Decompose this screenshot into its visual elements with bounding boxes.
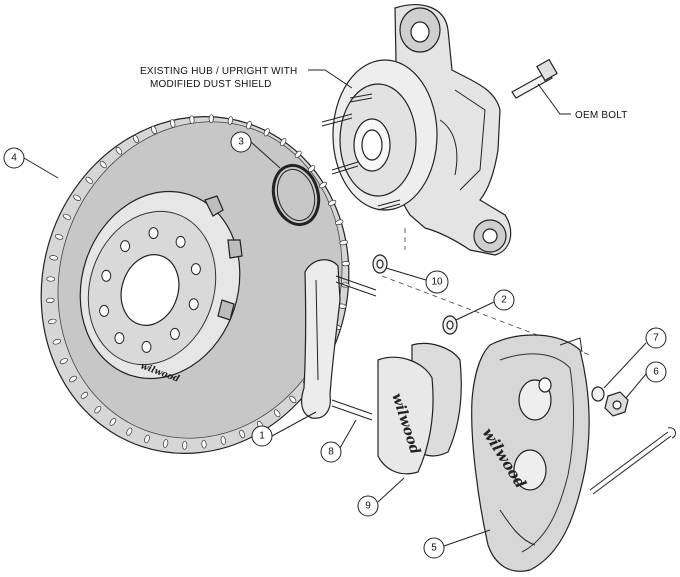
- hub-leader: [308, 69, 353, 89]
- svg-text:1: 1: [259, 431, 265, 442]
- rotor-slot: [46, 276, 56, 282]
- rotor-slot: [48, 318, 57, 325]
- rotor-slot: [319, 181, 327, 189]
- rotor-slot: [73, 194, 82, 202]
- rotor-bolt-hole: [190, 263, 201, 276]
- svg-text:7: 7: [653, 333, 659, 344]
- rotor-slot: [54, 234, 64, 240]
- rotor-slot: [170, 119, 176, 128]
- rotor-bolt-hole: [99, 304, 110, 317]
- rotor-slot: [85, 176, 93, 184]
- hub-upright: [321, 4, 558, 256]
- svg-text:10: 10: [431, 277, 443, 288]
- rotor-slot: [201, 439, 207, 449]
- callout-8: 8: [320, 419, 357, 463]
- rotor-slot: [279, 138, 287, 147]
- caliper: wilwood: [471, 334, 590, 572]
- rotor-slot: [80, 391, 89, 399]
- rotor-slot: [115, 146, 123, 155]
- rotor-slot: [94, 405, 102, 414]
- hub-label-line1: EXISTING HUB / UPRIGHT WITH: [140, 66, 297, 77]
- rotor-slot: [69, 375, 77, 383]
- rotor-slot: [109, 417, 117, 426]
- callout-4: 4: [3, 147, 59, 179]
- rotor-slot: [227, 116, 234, 125]
- brake-pads: wilwood: [377, 342, 462, 475]
- rotor-bolt-hole: [169, 327, 180, 340]
- rotor-slot: [335, 219, 344, 226]
- rotor-slot: [59, 358, 68, 365]
- washer-mid: [442, 315, 458, 335]
- svg-text:2: 2: [501, 295, 507, 306]
- oem-bolt: [511, 58, 558, 99]
- rotor-slot: [182, 440, 188, 450]
- svg-text:5: 5: [431, 543, 437, 554]
- hub-label-line2: MODIFIED DUST SHIELD: [150, 79, 272, 90]
- svg-text:4: 4: [11, 153, 17, 164]
- rotor-slot: [208, 114, 214, 124]
- rotor-slot: [144, 434, 150, 444]
- svg-text:6: 6: [653, 367, 659, 378]
- rotor-slot: [151, 125, 157, 135]
- caliper-pin: [589, 427, 676, 495]
- rotor-slot: [99, 160, 107, 169]
- rotor-hat-bolt-holes: [99, 227, 201, 353]
- callout-5: 5: [423, 529, 491, 559]
- rotor-slot: [52, 338, 61, 345]
- callout-10: 10: [385, 267, 449, 294]
- rotor-slot: [45, 297, 55, 303]
- callout-2: 2: [455, 289, 515, 321]
- rotor-slot: [328, 199, 337, 206]
- rotor-slot: [246, 120, 252, 130]
- rotor-slot: [341, 261, 351, 267]
- rotor-slot: [162, 439, 169, 448]
- rotor-slot: [220, 436, 226, 445]
- callout-7: 7: [603, 327, 667, 389]
- callout-3: 3: [230, 131, 281, 169]
- washer-upper: [372, 254, 388, 274]
- rotor-slot: [126, 427, 133, 436]
- rotor-bolt-hole: [175, 235, 186, 248]
- rotor-bolt-hole: [141, 340, 152, 353]
- oem-bolt-label: OEM BOLT: [575, 110, 628, 121]
- rotor-slot: [62, 213, 72, 220]
- rotor-slot: [263, 128, 270, 137]
- callout-9: 9: [357, 477, 405, 517]
- rotor-bolt-hole: [188, 298, 199, 311]
- o-ring: [271, 163, 321, 227]
- callout-6: 6: [625, 361, 667, 399]
- rotor-slot: [289, 395, 297, 404]
- rotor-slot: [49, 255, 59, 261]
- callout-1: 1: [251, 411, 317, 447]
- rotor-bolt-hole: [114, 332, 125, 345]
- rotor-slot: [339, 239, 348, 246]
- rotor: wilwood: [40, 114, 351, 454]
- rotor-bolt-hole: [148, 227, 159, 240]
- svg-text:9: 9: [365, 501, 371, 512]
- nut: [604, 391, 629, 417]
- svg-text:3: 3: [238, 137, 244, 148]
- rotor-slot: [132, 135, 139, 144]
- washer-right: [591, 386, 605, 402]
- rotor-slot: [189, 115, 195, 125]
- caliper-bracket: [301, 259, 377, 421]
- rotor-slot: [273, 409, 281, 418]
- rotor-slot: [239, 429, 245, 439]
- rotor-bolt-hole: [120, 240, 131, 253]
- svg-text:8: 8: [328, 447, 334, 458]
- rotor-bolt-hole: [101, 269, 112, 282]
- wheel-studs: [321, 93, 401, 211]
- rotor-slot: [294, 150, 302, 159]
- oem-bolt-leader: [537, 83, 571, 115]
